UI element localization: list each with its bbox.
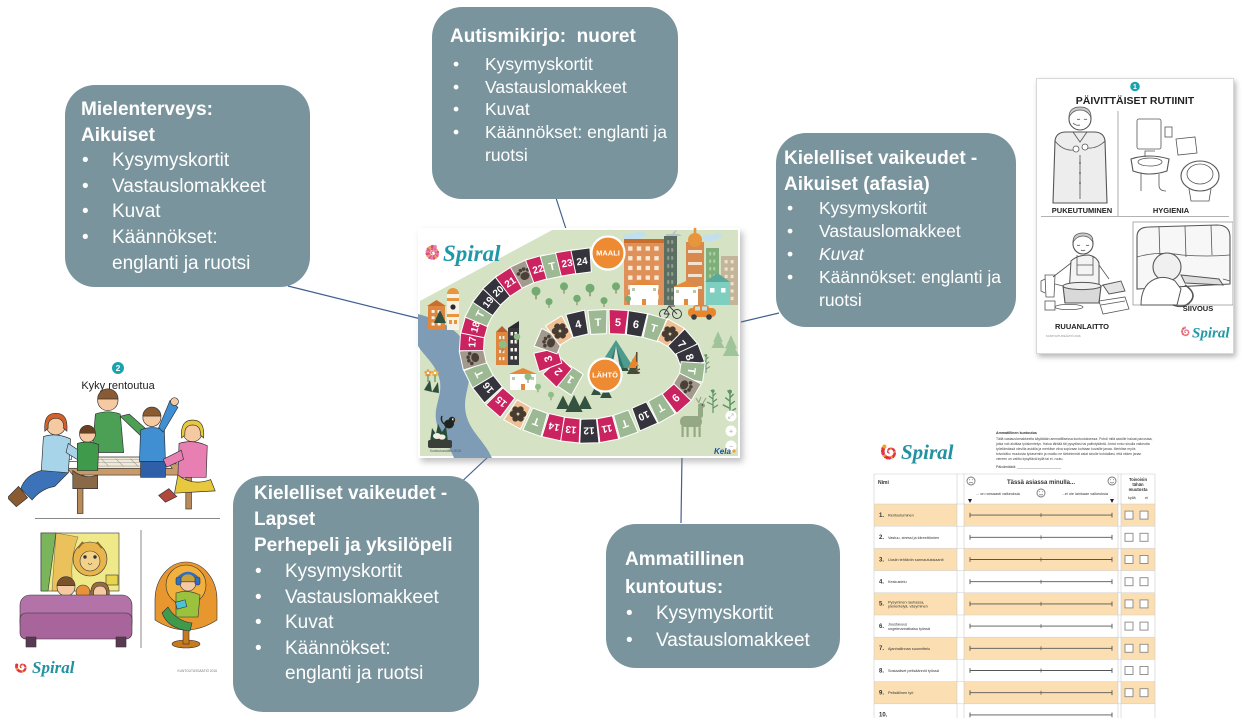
svg-text:kyllä: kyllä	[1128, 496, 1136, 500]
svg-text:22: 22	[531, 263, 545, 277]
svg-text:Sosiaaliset pelisäännöt työssä: Sosiaaliset pelisäännöt työssä	[888, 669, 940, 673]
svg-text:HYGIENIA: HYGIENIA	[1153, 206, 1190, 215]
svg-text:2.: 2.	[879, 535, 884, 541]
svg-text:6.: 6.	[879, 624, 884, 630]
svg-text:Toivoisin: Toivoisin	[1129, 477, 1148, 482]
svg-text:pienentelyä, väsyminen: pienentelyä, väsyminen	[888, 605, 928, 609]
svg-text:10: 10	[636, 408, 651, 423]
svg-text:Tässä asiassa minulla...: Tässä asiassa minulla...	[1007, 480, 1075, 486]
svg-text:1: 1	[565, 372, 577, 385]
svg-text:9.: 9.	[879, 691, 884, 697]
svg-text:3: 3	[542, 354, 555, 363]
svg-text:LÄHTÖ: LÄHTÖ	[592, 371, 618, 380]
svg-text:Rentoutuminen: Rentoutuminen	[888, 514, 914, 518]
svg-text:24: 24	[576, 256, 589, 268]
svg-text:8.: 8.	[879, 668, 884, 674]
svg-text:ongelmanratkaisu työssä: ongelmanratkaisu työssä	[888, 627, 931, 631]
svg-text:Ammatillinen kuntoutus: Ammatillinen kuntoutus	[996, 431, 1037, 435]
svg-text:Kuntoutussäätiö 2015: Kuntoutussäätiö 2015	[430, 449, 461, 453]
svg-text:T: T	[473, 368, 487, 380]
svg-text:T: T	[654, 400, 666, 414]
svg-text:5.: 5.	[879, 602, 884, 608]
svg-text:...ei ole lainkaan vaikeuksia: ...ei ole lainkaan vaikeuksia	[1062, 492, 1109, 496]
svg-text:11: 11	[600, 422, 613, 435]
svg-text:1: 1	[1133, 84, 1137, 91]
svg-text:−: −	[729, 444, 733, 451]
svg-text:viereen on valittu kysyttävä k: viereen on valittu kysyttävä kyllä tai e…	[996, 457, 1063, 461]
svg-text:jotka voit aloittaa työskentel: jotka voit aloittaa työskentelyn. Halua …	[995, 442, 1150, 446]
svg-text:Spiral: Spiral	[32, 658, 75, 677]
svg-text:Spiral: Spiral	[1192, 326, 1230, 342]
svg-text:Joustavuus: Joustavuus	[888, 623, 907, 627]
svg-text:5: 5	[615, 317, 622, 329]
svg-text:1.: 1.	[879, 513, 884, 519]
svg-text:T: T	[685, 367, 698, 376]
svg-text:7.: 7.	[879, 646, 884, 652]
svg-text:Spiral: Spiral	[443, 241, 501, 266]
svg-text:T: T	[548, 260, 557, 273]
svg-text:RUUANLAITTO: RUUANLAITTO	[1055, 322, 1109, 331]
svg-text:T: T	[649, 322, 659, 335]
svg-text:⤢: ⤢	[728, 414, 734, 421]
svg-text:T: T	[531, 414, 542, 428]
svg-text:3.: 3.	[879, 557, 884, 563]
svg-text:tähän: tähän	[1132, 482, 1144, 487]
svg-text:2: 2	[116, 363, 121, 373]
svg-text:työelämässä olevilla asioilla: työelämässä olevilla asioilla ja merkits…	[996, 447, 1136, 451]
svg-text:6: 6	[632, 319, 640, 332]
svg-text:T: T	[619, 416, 630, 430]
svg-text:Kela: Kela	[714, 447, 731, 456]
svg-text:17: 17	[467, 336, 479, 348]
svg-text:ei: ei	[1145, 496, 1148, 500]
svg-text:Kyky rentoutua: Kyky rentoutua	[81, 380, 155, 392]
svg-text:Vastuu, stressi ja kiireettömi: Vastuu, stressi ja kiireettömien	[888, 536, 939, 540]
svg-text:KUNTOUTUSSÄÄTIÖ 2016: KUNTOUTUSSÄÄTIÖ 2016	[1046, 334, 1081, 338]
svg-text:SIIVOUS: SIIVOUS	[1183, 304, 1213, 313]
svg-text:MAALI: MAALI	[596, 249, 620, 258]
svg-text:12: 12	[583, 424, 595, 435]
svg-text:Nimi: Nimi	[878, 480, 889, 486]
svg-text:Uusiin tehtäviin sarmautuksiaa: Uusiin tehtäviin sarmautuksiaanit	[888, 558, 944, 562]
svg-text:Tällä vastauslomakkeella käytä: Tällä vastauslomakkeella käytätään ammat…	[996, 437, 1152, 441]
svg-text:T: T	[594, 317, 602, 329]
svg-text:23: 23	[561, 258, 574, 271]
svg-text:Ajanhallinnan suunnittelu: Ajanhallinnan suunnittelu	[888, 647, 930, 651]
svg-text:Keskustelu: Keskustelu	[888, 580, 907, 584]
svg-text:T: T	[474, 308, 488, 320]
svg-text:PÄIVITTÄISET RUTIINIT: PÄIVITTÄISET RUTIINIT	[1076, 94, 1195, 107]
svg-text:Pelisällinen työ: Pelisällinen työ	[888, 691, 913, 695]
svg-text:4: 4	[574, 318, 584, 331]
svg-text:4.: 4.	[879, 580, 884, 586]
svg-text:10.: 10.	[879, 713, 888, 718]
svg-text:8: 8	[682, 352, 695, 362]
svg-text:13: 13	[565, 423, 578, 435]
svg-text:muutosta: muutosta	[1129, 487, 1149, 492]
svg-text:Päivämäärä: __________________: Päivämäärä: ______________________	[996, 465, 1062, 469]
svg-text:KUNTOUTUSSÄÄTIÖ 2016: KUNTOUTUSSÄÄTIÖ 2016	[178, 669, 218, 673]
svg-text:+: +	[729, 429, 733, 436]
svg-text:toivoisitko muutosta työasemii: toivoisitko muutosta työasemiin ja ovatk…	[996, 452, 1141, 456]
svg-text:Spiral: Spiral	[901, 440, 954, 464]
svg-text:... on runsaasti vaikeuksia: ... on runsaasti vaikeuksia	[976, 492, 1021, 496]
svg-text:14: 14	[547, 419, 561, 432]
svg-text:Pysyminen rauhassa,: Pysyminen rauhassa,	[888, 600, 924, 604]
svg-text:PUKEUTUMINEN: PUKEUTUMINEN	[1052, 206, 1112, 215]
